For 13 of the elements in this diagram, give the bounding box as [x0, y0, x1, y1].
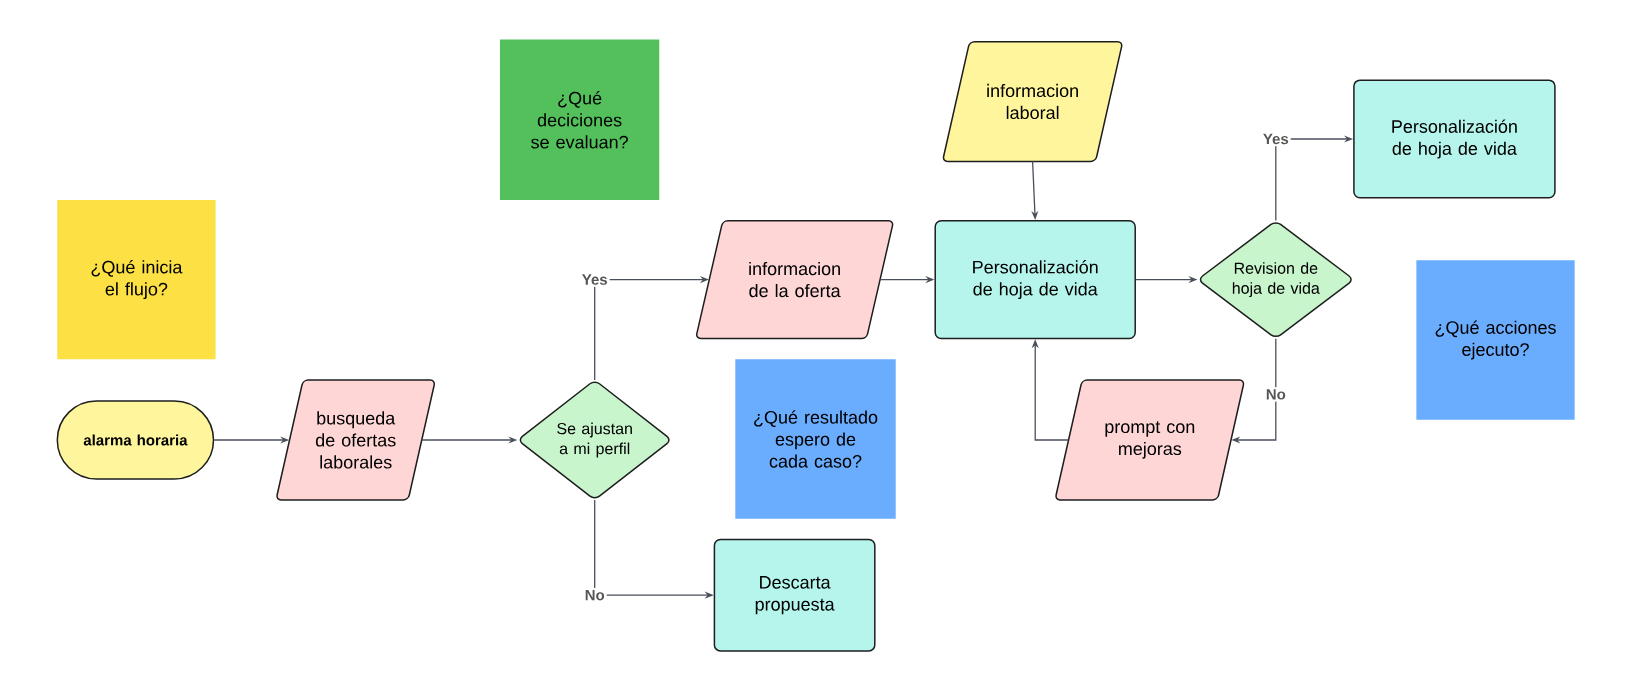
process-box: Descarta propuesta	[713, 538, 876, 652]
process-box: Personalización de hoja de vida	[1353, 79, 1556, 199]
edge-label: No	[1263, 387, 1288, 402]
sticky-note: ¿Qué inicia el flujo?	[57, 199, 216, 360]
data-parallelogram: prompt con mejoras	[1055, 379, 1245, 501]
data-parallelogram: informacion de la oferta	[695, 220, 894, 340]
data-parallelogram: busqueda de ofertas laborales	[276, 379, 436, 501]
data-parallelogram: informacion laboral	[942, 40, 1123, 163]
sticky-note: ¿Qué resultado espero de cada caso?	[735, 359, 896, 519]
sticky-note: ¿Qué deciciones se evaluan?	[499, 39, 660, 200]
process-box: Personalización de hoja de vida	[934, 220, 1136, 340]
sticky-note: ¿Qué acciones ejecuto?	[1416, 260, 1575, 420]
edge-label: Yes	[579, 272, 610, 287]
